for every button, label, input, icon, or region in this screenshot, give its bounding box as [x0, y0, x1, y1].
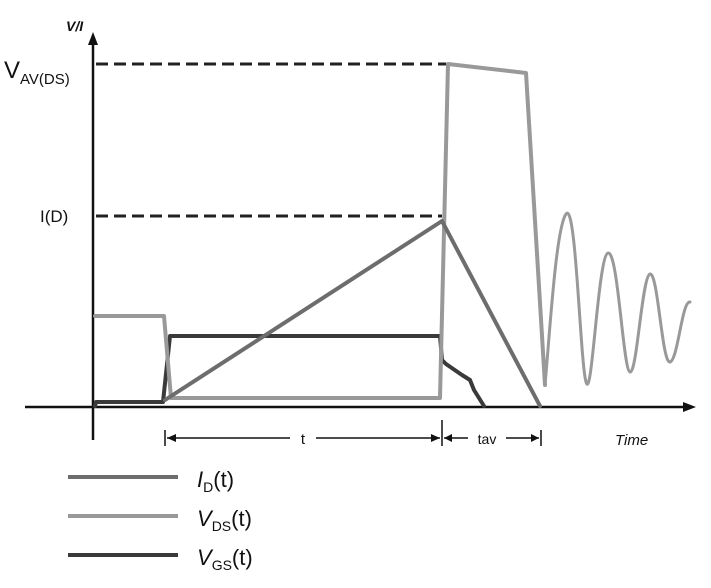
- vds-trace-pre: [93, 62, 547, 400]
- t-label: t: [301, 431, 306, 448]
- t-arrow-right: [431, 434, 440, 442]
- vav-level-label: VAV(DS): [4, 57, 70, 88]
- y-axis-label: V/I: [66, 18, 84, 34]
- legend-label-vgs: VGS(t): [197, 545, 253, 573]
- legend-vgs-suffix: (t): [232, 545, 253, 570]
- legend-label-vds: VDS(t): [197, 506, 252, 534]
- tav-arrow-left: [444, 434, 452, 442]
- legend-vds-sub: DS: [212, 518, 231, 534]
- legend-vds-suffix: (t): [231, 506, 252, 531]
- legend-vds-main: V: [197, 506, 214, 531]
- x-axis-label: Time: [615, 432, 648, 449]
- id-level-label: I(D): [40, 207, 68, 226]
- legend-id-sub: D: [203, 479, 213, 495]
- legend-id-suffix: (t): [213, 467, 234, 492]
- vav-level-main: V: [4, 57, 20, 84]
- id-trace: [163, 219, 542, 408]
- y-axis-arrow: [88, 32, 98, 45]
- vds-ringing: [543, 211, 692, 387]
- tav-label: tav: [478, 431, 497, 447]
- legend-vgs-sub: GS: [212, 557, 232, 573]
- x-axis-arrow: [683, 402, 696, 412]
- legend: ID(t) VDS(t) VGS(t): [68, 467, 253, 573]
- vav-level-sub: AV(DS): [20, 71, 70, 88]
- t-arrow-left: [167, 434, 176, 442]
- legend-id-main: I: [197, 467, 203, 492]
- legend-vgs-main: V: [197, 545, 214, 570]
- vgs-trace: [93, 334, 486, 408]
- legend-label-id: ID(t): [197, 467, 234, 495]
- tav-arrow-right: [531, 434, 539, 442]
